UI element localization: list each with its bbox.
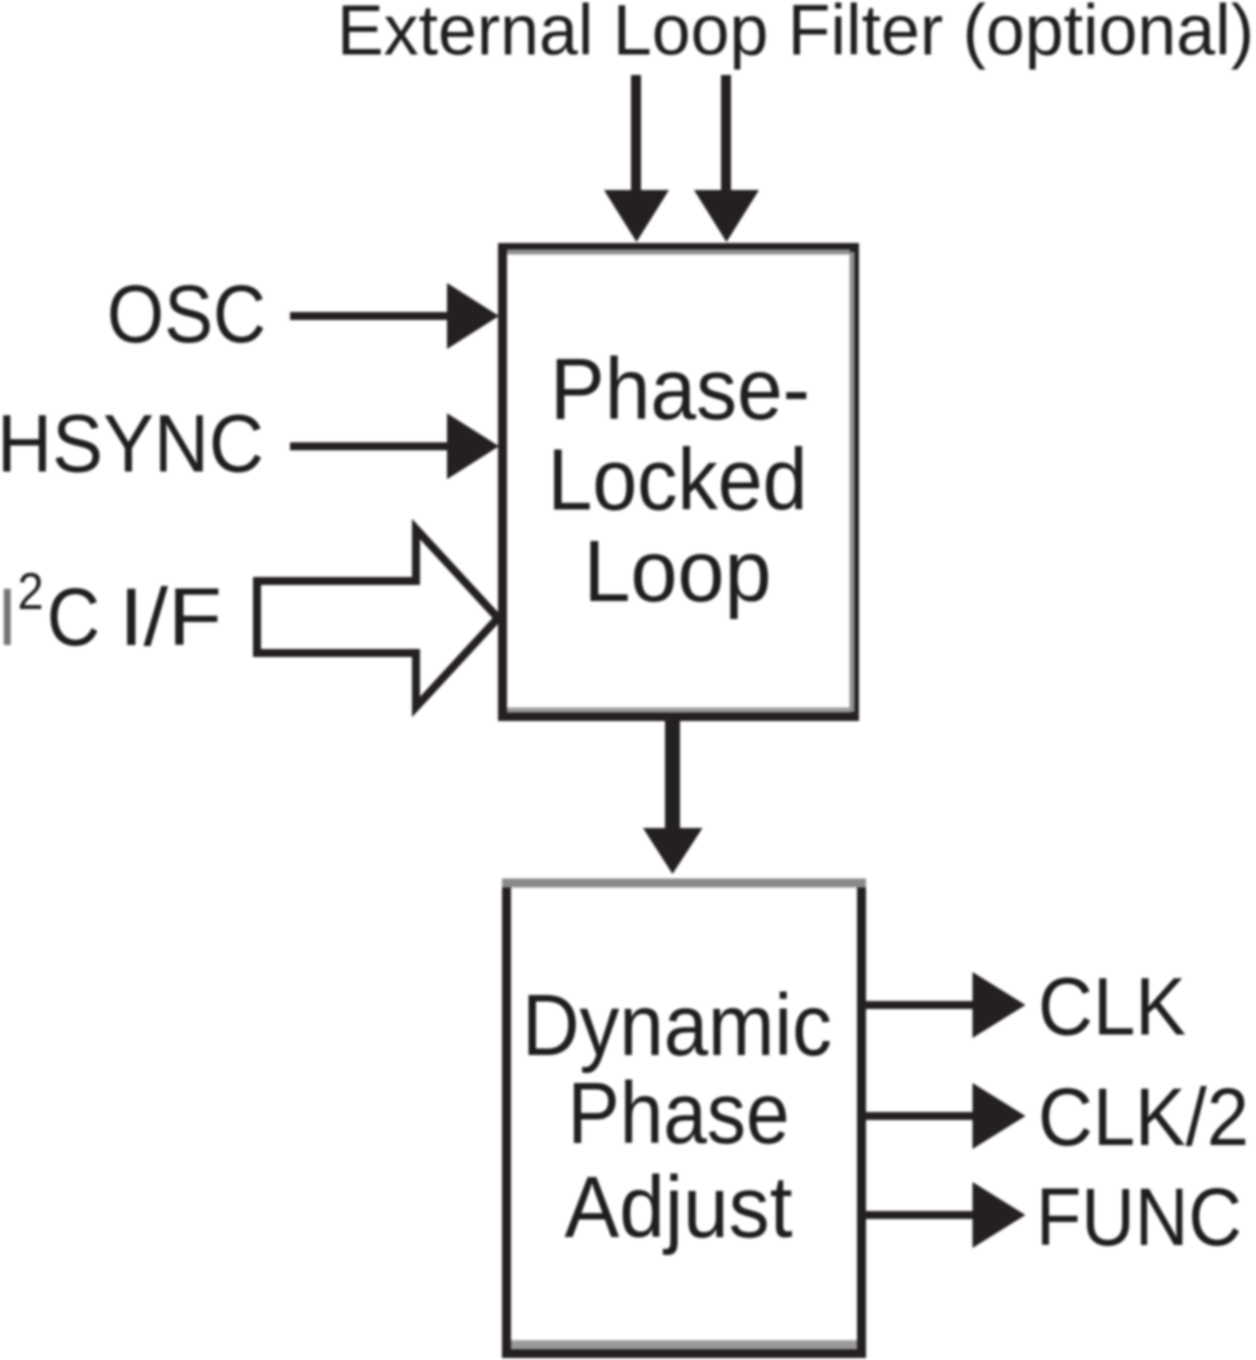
svg-text:Phase-: Phase- [550, 340, 810, 438]
svg-text:OSC: OSC [107, 270, 266, 360]
svg-text:CLK: CLK [1038, 962, 1186, 1052]
svg-text:HSYNC: HSYNC [0, 399, 264, 489]
svg-text:Dynamic: Dynamic [522, 976, 832, 1074]
svg-text:I/F: I/F [119, 573, 222, 663]
svg-text:Loop: Loop [584, 522, 772, 620]
svg-text:Locked: Locked [548, 430, 808, 528]
svg-text:Phase: Phase [568, 1064, 790, 1162]
svg-text:CLK/2: CLK/2 [1038, 1073, 1249, 1163]
svg-text:Adjust: Adjust [565, 1158, 793, 1256]
svg-text:I2C: I2C [0, 563, 100, 663]
svg-text:External Loop Filter (optional: External Loop Filter (optional) [337, 0, 1254, 71]
svg-text:FUNC: FUNC [1036, 1173, 1242, 1263]
